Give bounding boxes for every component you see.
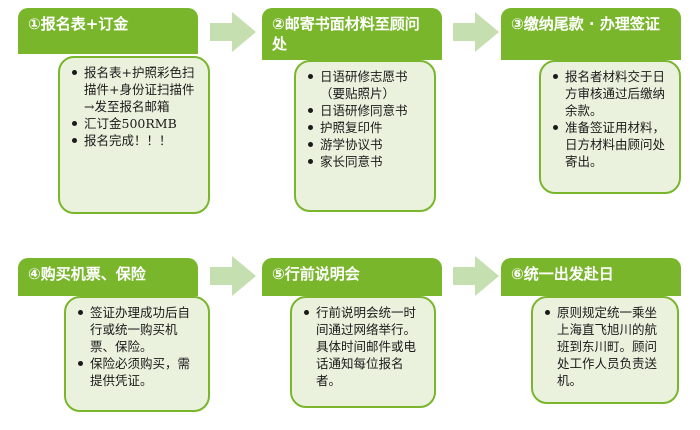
step-5-box: 行前说明会统一时间通过网络举行。具体时间邮件或电话通知每位报名者。 xyxy=(290,296,436,408)
step-5-item: 行前说明会统一时间通过网络举行。具体时间邮件或电话通知每位报名者。 xyxy=(304,304,426,389)
step-6-title: ⑥统一出发赴日 xyxy=(501,258,681,296)
step-2-list: 日语研修志愿书（要贴照片）日语研修同意书护照复印件游学协议书家长同意书 xyxy=(308,68,426,170)
step-6-list: 原则规定统一乘坐上海直飞旭川的航班到东川町。顾问处工作人员负责送机。 xyxy=(545,304,669,389)
step-5-title: ⑤行前说明会 xyxy=(262,258,442,296)
step-2-box: 日语研修志愿书（要贴照片）日语研修同意书护照复印件游学协议书家长同意书 xyxy=(294,60,436,212)
step-4-title: ④购买机票、保险 xyxy=(18,258,198,296)
step-1-item: 汇订金500RMB xyxy=(72,115,200,132)
arrow-right-icon xyxy=(453,256,499,296)
step-2-item: 日语研修志愿书 xyxy=(308,68,426,85)
step-2-item: 护照复印件 xyxy=(308,119,426,136)
step-2-item: 家长同意书 xyxy=(308,153,426,170)
step-4-box: 签证办理成功后自行或统一购买机票、保险。保险必须购买，需提供凭证。 xyxy=(64,296,210,412)
arrow-right-icon xyxy=(453,12,499,52)
step-5-list: 行前说明会统一时间通过网络举行。具体时间邮件或电话通知每位报名者。 xyxy=(304,304,426,389)
step-2-title: ②邮寄书面材料至顾问处 xyxy=(262,8,442,60)
step-4-item: 保险必须购买，需提供凭证。 xyxy=(78,355,200,389)
step-2-item: 日语研修同意书 xyxy=(308,102,426,119)
step-3-item: 准备签证用材料，日方材料由顾问处寄出。 xyxy=(553,119,671,170)
step-3-title: ③缴纳尾款 · 办理签证 xyxy=(501,8,681,60)
arrow-right-icon xyxy=(210,12,256,52)
step-6-box: 原则规定统一乘坐上海直飞旭川的航班到东川町。顾问处工作人员负责送机。 xyxy=(531,296,679,404)
step-2-item: 游学协议书 xyxy=(308,136,426,153)
step-1-item: 报名完成！！！ xyxy=(72,132,200,149)
step-4-item: 签证办理成功后自行或统一购买机票、保险。 xyxy=(78,304,200,355)
step-3-box: 报名者材料交于日方审核通过后缴纳余款。准备签证用材料，日方材料由顾问处寄出。 xyxy=(539,60,681,194)
step-4-list: 签证办理成功后自行或统一购买机票、保险。保险必须购买，需提供凭证。 xyxy=(78,304,200,389)
step-3-list: 报名者材料交于日方审核通过后缴纳余款。准备签证用材料，日方材料由顾问处寄出。 xyxy=(553,68,671,170)
step-3-item: 报名者材料交于日方审核通过后缴纳余款。 xyxy=(553,68,671,119)
step-2-item: （要贴照片） xyxy=(320,86,396,101)
step-1-title: ①报名表+订金 xyxy=(18,8,198,54)
step-1-item: 报名表+护照彩色扫描件+身份证扫描件→发至报名邮箱 xyxy=(72,64,200,115)
step-6-item: 原则规定统一乘坐上海直飞旭川的航班到东川町。顾问处工作人员负责送机。 xyxy=(545,304,669,389)
arrow-right-icon xyxy=(210,256,256,296)
